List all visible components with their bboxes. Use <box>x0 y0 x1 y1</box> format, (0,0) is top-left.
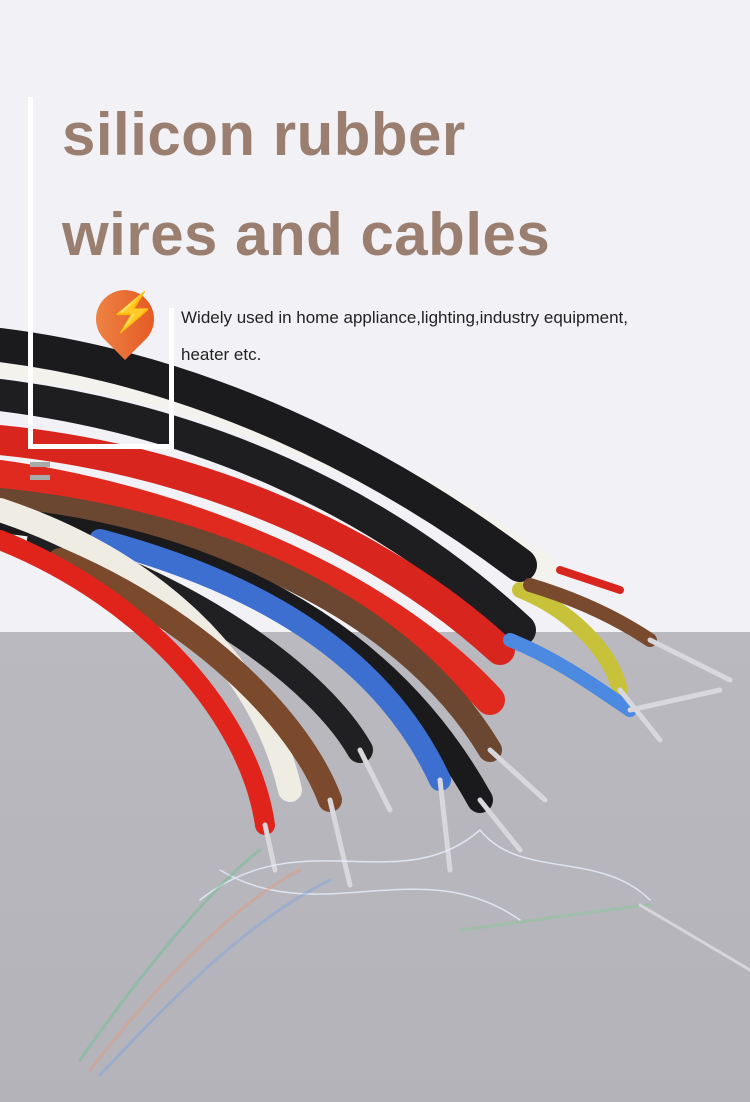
lightning-bolt-icon: ⚡ <box>109 292 157 334</box>
frame-line-left <box>28 97 33 447</box>
decorative-dash <box>30 475 50 480</box>
title-line-2: wires and cables <box>62 201 551 268</box>
decorative-dash <box>30 462 50 467</box>
description-line-1: Widely used in home appliance,lighting,i… <box>181 308 628 327</box>
description-line-2: heater etc. <box>181 345 262 364</box>
title-line-1: silicon rubber <box>62 101 466 168</box>
frame-line-bottom <box>28 444 174 449</box>
frame-line-right <box>169 308 174 449</box>
